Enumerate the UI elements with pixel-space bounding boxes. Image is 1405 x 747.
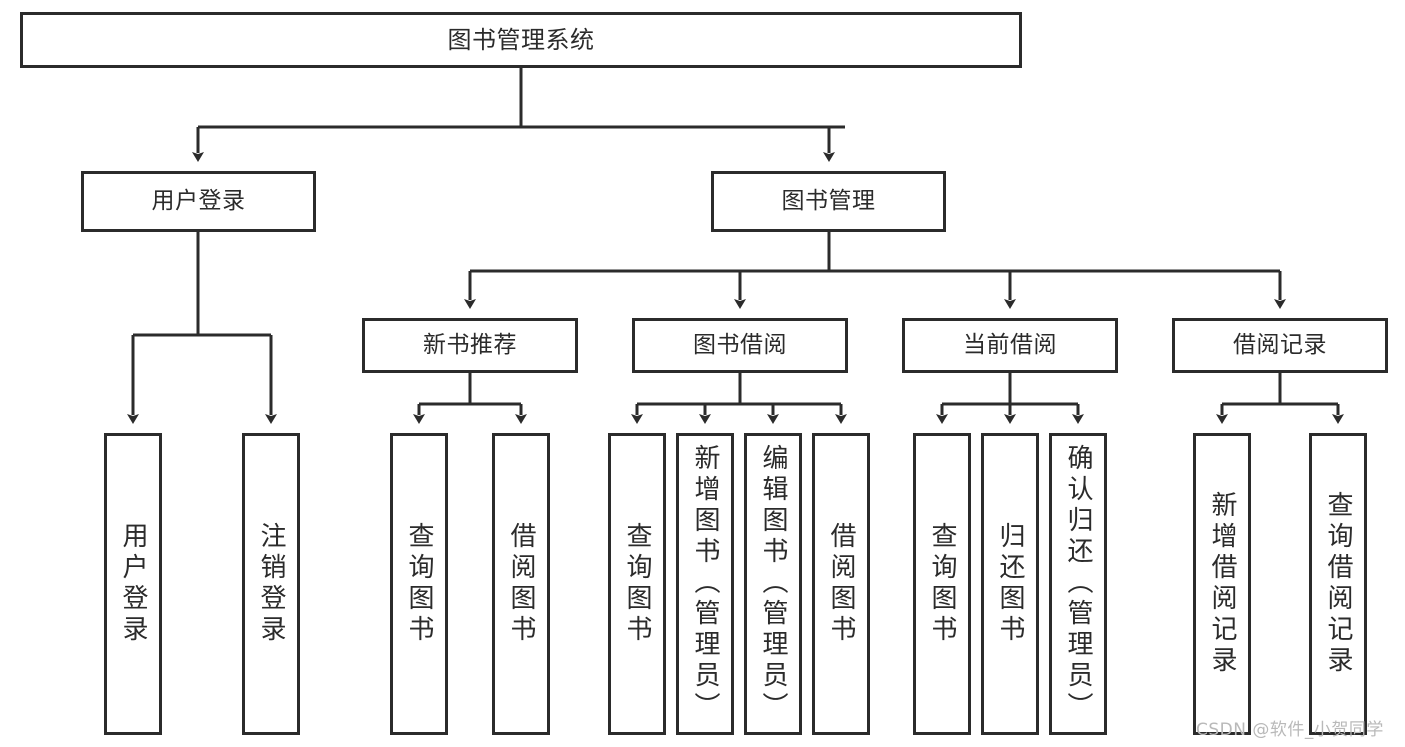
node-label: 用户登录 <box>118 522 148 646</box>
node-root-library-system[interactable]: 图书管理系统 <box>20 12 1022 68</box>
node-label: 图书管理系统 <box>447 25 595 54</box>
node-label: 借阅图书 <box>826 522 856 646</box>
leaf-user-login[interactable]: 用户登录 <box>104 433 162 735</box>
leaf-query-borrow-record[interactable]: 查询借阅记录 <box>1309 433 1367 735</box>
node-label: 查询图书 <box>927 522 957 646</box>
node-user-login[interactable]: 用户登录 <box>81 171 316 232</box>
leaf-logout-login[interactable]: 注销登录 <box>242 433 300 735</box>
leaf-edit-book-admin[interactable]: 编辑图书（管理员） <box>744 433 802 735</box>
csdn-watermark: CSDN @软件_小贺同学 <box>1196 720 1384 740</box>
node-new-book-recommend[interactable]: 新书推荐 <box>362 318 578 373</box>
node-label: 编辑图书（管理员） <box>758 444 788 723</box>
node-label: 确认归还（管理员） <box>1063 444 1093 723</box>
leaf-borrow-book[interactable]: 借阅图书 <box>812 433 870 735</box>
leaf-query-book-borrow[interactable]: 查询图书 <box>608 433 666 735</box>
node-label: 借阅图书 <box>506 522 536 646</box>
node-book-management[interactable]: 图书管理 <box>711 171 946 232</box>
node-label: 查询图书 <box>622 522 652 646</box>
leaf-query-book-current[interactable]: 查询图书 <box>913 433 971 735</box>
node-borrow-record[interactable]: 借阅记录 <box>1172 318 1388 373</box>
node-label: 用户登录 <box>151 187 246 214</box>
node-label: 图书借阅 <box>693 331 787 358</box>
node-label: 图书管理 <box>781 187 876 214</box>
node-current-borrow[interactable]: 当前借阅 <box>902 318 1118 373</box>
leaf-add-borrow-record[interactable]: 新增借阅记录 <box>1193 433 1251 735</box>
node-label: 查询借阅记录 <box>1323 491 1353 677</box>
node-label: 当前借阅 <box>963 331 1057 358</box>
node-label: 新书推荐 <box>423 331 517 358</box>
leaf-confirm-return-admin[interactable]: 确认归还（管理员） <box>1049 433 1107 735</box>
leaf-query-book-recommend[interactable]: 查询图书 <box>390 433 448 735</box>
leaf-borrow-book-recommend[interactable]: 借阅图书 <box>492 433 550 735</box>
node-label: 注销登录 <box>256 522 286 646</box>
node-label: 查询图书 <box>404 522 434 646</box>
node-label: 新增借阅记录 <box>1207 491 1237 677</box>
node-book-borrow[interactable]: 图书借阅 <box>632 318 848 373</box>
node-label: 归还图书 <box>995 522 1025 646</box>
leaf-return-book[interactable]: 归还图书 <box>981 433 1039 735</box>
leaf-add-book-admin[interactable]: 新增图书（管理员） <box>676 433 734 735</box>
node-label: 新增图书（管理员） <box>690 444 720 723</box>
node-label: 借阅记录 <box>1233 331 1327 358</box>
